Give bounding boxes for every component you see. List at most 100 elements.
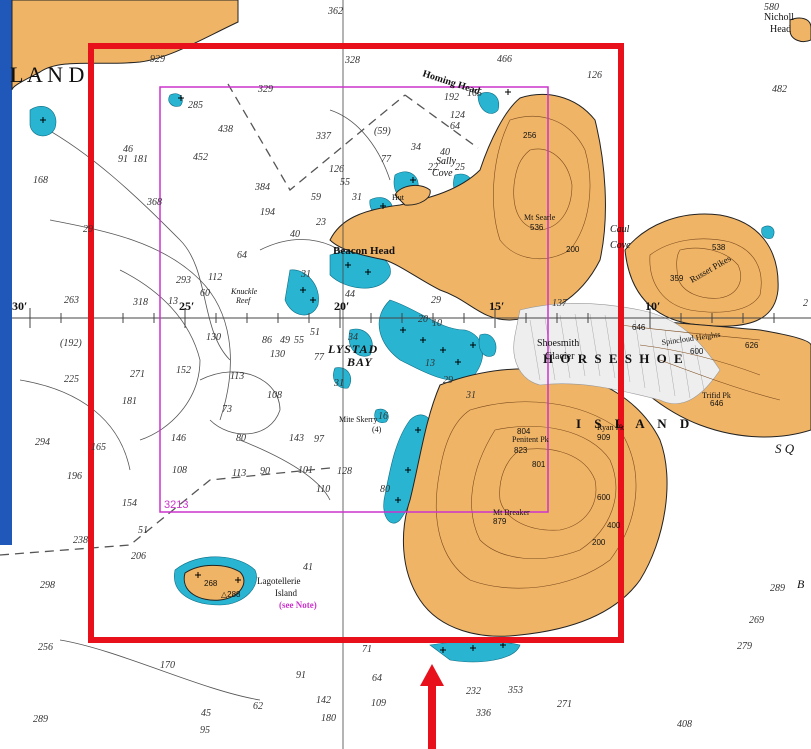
sounding: 95 [200,725,210,736]
hut-label: Hut [392,193,405,202]
sounding: 34 [347,332,358,343]
sounding: 29 [443,375,453,386]
sounding: 362 [327,6,343,17]
sounding: 40 [440,147,450,158]
pointer-arrow [420,664,444,749]
height-penitent: 823 [514,446,528,455]
sounding: 40 [290,229,300,240]
height-ryan: 909 [597,433,611,442]
sounding: 466 [497,54,512,65]
height-804: 804 [517,427,531,436]
sounding: 279 [737,641,752,652]
sounding: 180 [321,713,336,724]
height-359: 359 [670,274,684,283]
shoesmith-glacier-label-2: Glacier [545,351,575,362]
sounding: 55 [294,335,304,346]
sounding: 328 [344,55,360,66]
lagotellerie-label: Lagotellerie [257,576,300,586]
slide-left-strip [0,0,12,525]
height-trifid: 646 [710,399,724,408]
sounding: 80 [236,433,246,444]
sounding: 112 [208,272,222,283]
inset-chart-boundary [159,86,549,513]
rocks [40,89,511,653]
longitude-labels: 30′ 25′ 20′ 15′ 10′ [12,299,660,313]
spot-heights: 536 538 359 646 626 646 804 823 909 801 … [204,131,759,599]
sounding: 438 [218,124,233,135]
sounding: 110 [316,484,330,495]
sounding: 130 [270,349,285,360]
height-mt-searle: 536 [530,223,544,232]
sally-cove-label-2: Cove [432,168,453,179]
land-russet [624,213,779,327]
sounding: 294 [35,437,50,448]
sounding: 408 [677,719,692,730]
bay-label: BAY [346,355,373,369]
height-256: 256 [523,131,537,140]
sounding: 10 [432,318,442,329]
inset-number-label: 3213 [164,499,188,511]
sounding: 45 [201,708,211,719]
shoesmith-glacier [513,302,721,405]
sounding: 71 [362,644,372,655]
height-538: 538 [712,243,726,252]
lagotellerie-label-2: Island [275,588,297,598]
sounding: (192) [60,338,82,349]
sounding: 73 [222,404,232,415]
sally-cove-label: Sally [436,156,457,167]
sounding: 285 [188,100,203,111]
sounding: 20 [418,314,428,325]
sounding: 271 [130,369,145,380]
sounding: 143 [289,433,304,444]
glacier-hatching [529,313,706,399]
height-626: 626 [745,341,759,350]
sounding: 194 [260,207,275,218]
sounding: 263 [64,295,79,306]
sounding: 126 [587,70,602,81]
contour-200: 200 [592,538,606,547]
sounding: 232 [466,686,481,697]
sounding: 181 [133,154,148,165]
height-801: 801 [532,460,546,469]
sounding: 225 [64,374,79,385]
sounding: 31 [465,390,476,401]
mt-searle-label: Mt Searle [524,213,556,222]
sounding: 109 [371,698,386,709]
island-title-label: L A N D [10,62,84,87]
sounding: 353 [507,685,523,696]
sounding: 34 [410,142,421,153]
sounding: 337 [315,131,332,142]
highlight-frame [88,43,624,643]
sounding: 41 [303,562,313,573]
sounding: 154 [122,498,137,509]
land-lagotellerie [183,564,245,601]
sounding: 13 [425,358,435,369]
caul-cove-label: Caul [610,224,630,235]
sounding: 271 [557,699,572,710]
b-label: B [797,577,805,591]
sounding: 165 [91,442,106,453]
sounding: 289 [33,714,48,725]
soundings: 362 580 482 929 329 328 466 126 285 438 … [33,2,808,736]
sounding: 318 [132,297,148,308]
sounding: 80 [380,484,390,495]
island-word-label: I S L A N D [576,416,694,431]
sounding: 2 [803,298,808,309]
nicholl-head-label: Nicholl [764,12,794,23]
sounding: 29 [83,224,93,235]
sounding: 55 [340,177,350,188]
sounding: 90 [260,466,270,477]
sounding: 16 [378,411,388,422]
sounding: 23 [316,217,326,228]
sounding: 64 [372,673,382,684]
sounding: 452 [193,152,208,163]
knuckle-reef-label: Knuckle [230,287,258,296]
contour-600b: 600 [690,347,704,356]
sounding: 51 [310,327,320,338]
sounding: 25 [455,162,465,173]
sounding: 108 [267,390,282,401]
land-nicholl-head [789,17,811,43]
sounding: 124 [450,110,465,121]
sounding: 929 [150,54,165,65]
